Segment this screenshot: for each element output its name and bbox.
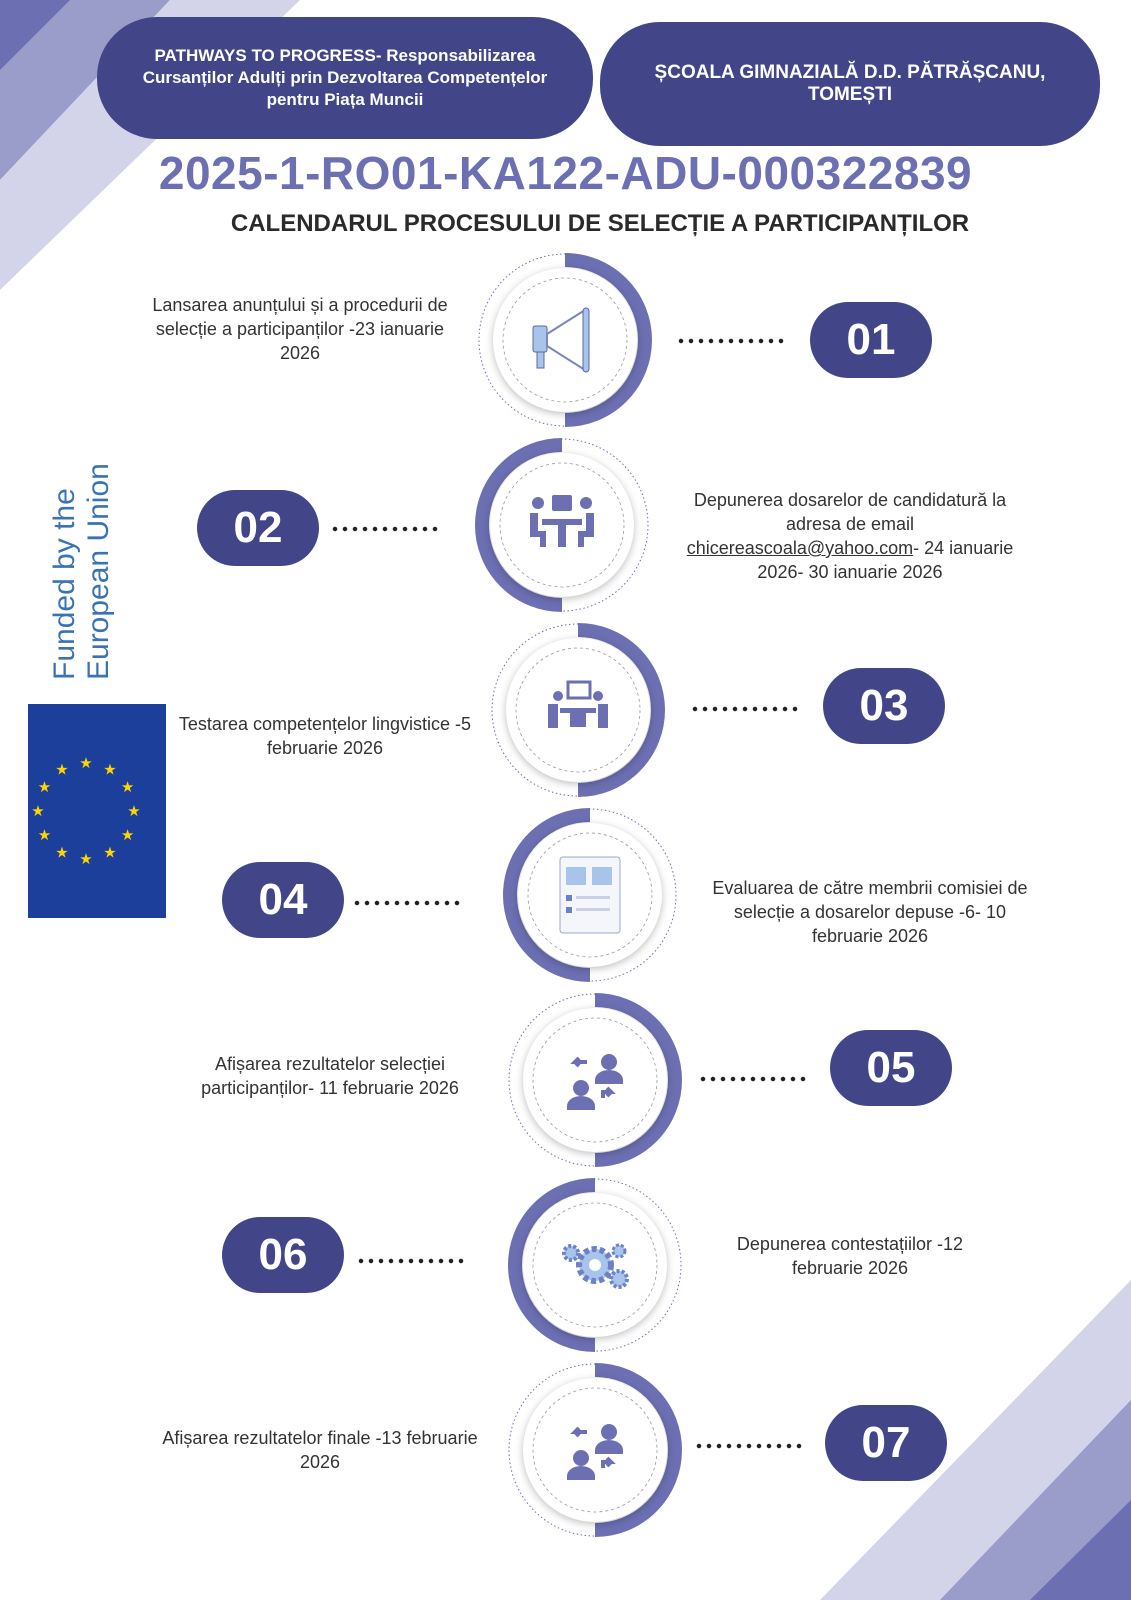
step-number-01: 01 [810, 302, 932, 378]
step-number-05: 05 [830, 1030, 952, 1106]
step-description: Testarea competențelor lingvistice -5 fe… [178, 714, 472, 758]
svg-text:★: ★ [38, 827, 51, 844]
step-description: Lansarea anunțului și a procedurii de se… [152, 295, 448, 363]
step-text-before: Depunerea dosarelor de candidatură la ad… [693, 490, 1007, 534]
document-review-icon [559, 856, 621, 934]
dotted-connector [690, 706, 802, 712]
step-number-03: 03 [823, 668, 945, 744]
meeting-icon [530, 495, 594, 547]
step-circle [505, 1175, 685, 1355]
svg-text:★: ★ [121, 827, 134, 844]
dotted-connector [698, 1076, 810, 1082]
dotted-connector [694, 1443, 806, 1449]
step-description: Evaluarea de către membrii comisiei de s… [712, 878, 1028, 946]
exchange-users-icon [567, 1054, 623, 1110]
step-number-06: 06 [222, 1217, 344, 1293]
step-number-02: 02 [197, 490, 319, 566]
step-number-07: 07 [825, 1405, 947, 1481]
dotted-connector [676, 338, 788, 344]
project-title-pill: PATHWAYS TO PROGRESS- Responsabilizarea … [97, 17, 593, 139]
svg-text:★: ★ [31, 803, 44, 820]
school-name-pill: ȘCOALA GIMNAZIALĂ D.D. PĂTRĂȘCANU, TOMEȘ… [600, 22, 1100, 146]
svg-text:★: ★ [55, 845, 68, 862]
dotted-connector [356, 1258, 468, 1264]
step-circle [488, 620, 668, 800]
dotted-connector [330, 526, 442, 532]
megaphone-icon [532, 307, 590, 373]
project-code: 2025-1-RO01-KA122-ADU-000322839 [158, 147, 973, 199]
step-description: Afișarea rezultatelor selecției particip… [201, 1054, 459, 1098]
svg-text:★: ★ [121, 779, 134, 796]
gears-icon [562, 1243, 629, 1289]
step-description: Depunerea contestațiilor -12 februarie 2… [736, 1234, 964, 1278]
svg-text:★: ★ [79, 851, 92, 868]
step-circle [500, 805, 680, 985]
svg-text:★: ★ [79, 755, 92, 772]
svg-text:★: ★ [103, 761, 116, 778]
page-subtitle: CALENDARUL PROCESULUI DE SELECȚIE A PART… [230, 210, 970, 237]
svg-text:★: ★ [103, 845, 116, 862]
interview-icon [548, 680, 608, 728]
funding-line-2: European Union [82, 463, 115, 680]
eu-stars-icon: ★★★★★★★★★★★★ [31, 755, 140, 868]
step-text-after: - 24 ianuarie 2026- 30 ianuarie 2026 [757, 538, 1014, 582]
step-circle [472, 435, 652, 615]
email-link[interactable]: chicereascoala@yahoo.com [686, 538, 914, 558]
dotted-connector [352, 900, 464, 906]
step-circle [475, 250, 655, 430]
svg-text:★: ★ [127, 803, 140, 820]
step-number-04: 04 [222, 862, 344, 938]
eu-flag-logo: ★★★★★★★★★★★★ [28, 704, 166, 918]
step-description: Depunerea dosarelor de candidatură la ad… [680, 488, 1020, 584]
step-circle [505, 1360, 685, 1540]
svg-text:★: ★ [38, 779, 51, 796]
svg-text:★: ★ [55, 761, 68, 778]
step-circle [505, 990, 685, 1170]
step-description: Afișarea rezultatelor finale -13 februar… [162, 1428, 478, 1472]
exchange-users-icon [567, 1424, 623, 1480]
funding-line-1: Funded by the [48, 488, 81, 680]
